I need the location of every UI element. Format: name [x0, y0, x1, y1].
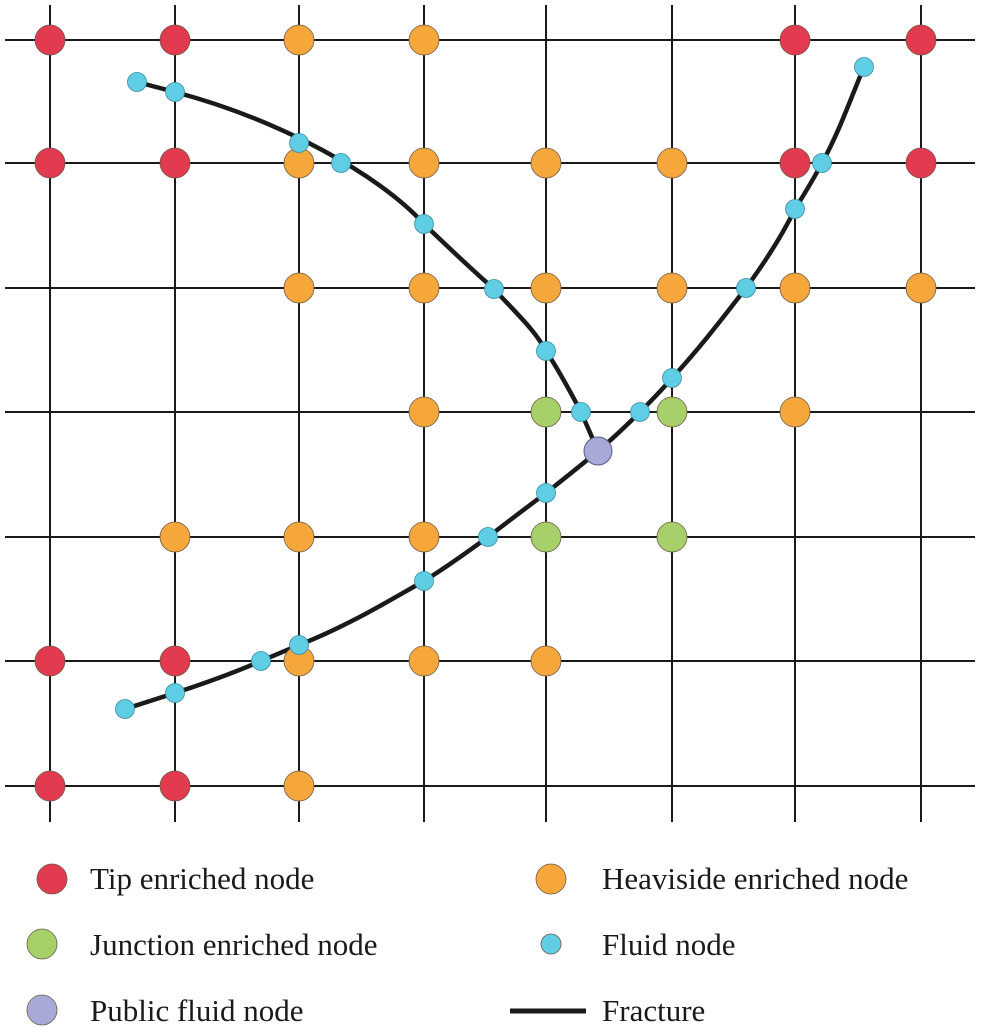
fluid-node — [736, 278, 756, 298]
heaviside-enriched-node — [530, 147, 562, 179]
heaviside-enriched-node — [408, 396, 440, 428]
fluid-node — [812, 153, 832, 173]
legend-fluid-swatch — [540, 933, 562, 955]
fluid-node — [165, 82, 185, 102]
fluid-node — [478, 527, 498, 547]
fluid-node — [414, 214, 434, 234]
fluid-node — [251, 651, 271, 671]
fluid-node — [331, 153, 351, 173]
fluid-node — [115, 699, 135, 719]
legend-junction-swatch — [26, 928, 58, 960]
legend-public-fluid-swatch — [26, 994, 58, 1026]
fluid-node — [630, 402, 650, 422]
tip-enriched-node — [905, 147, 937, 179]
heaviside-enriched-node — [408, 521, 440, 553]
fluid-node — [536, 341, 556, 361]
fluid-node — [289, 133, 309, 153]
heaviside-enriched-node — [283, 272, 315, 304]
legend-fracture-label: Fracture — [602, 993, 705, 1028]
tip-enriched-node — [159, 24, 191, 56]
tip-enriched-node — [159, 645, 191, 677]
public-fluid-node — [583, 436, 613, 466]
heaviside-enriched-node — [408, 272, 440, 304]
fluid-node — [785, 199, 805, 219]
legend-tip-swatch — [36, 863, 68, 895]
legend-junction-label: Junction enriched node — [90, 927, 378, 962]
fluid-nodes — [115, 57, 874, 719]
tip-enriched-node — [34, 770, 66, 802]
fluid-node — [484, 279, 504, 299]
tip-enriched-node — [159, 770, 191, 802]
heaviside-enriched-node — [779, 396, 811, 428]
heaviside-enriched-node — [656, 147, 688, 179]
legend: Tip enriched node Heaviside enriched nod… — [26, 861, 908, 1028]
junction-enriched-node — [530, 396, 562, 428]
fluid-node — [289, 635, 309, 655]
heaviside-enriched-node — [905, 272, 937, 304]
legend-heaviside-label: Heaviside enriched node — [602, 861, 908, 896]
fluid-node — [536, 483, 556, 503]
legend-public-fluid-label: Public fluid node — [90, 993, 304, 1028]
fluid-node — [571, 402, 591, 422]
tip-enriched-node — [34, 147, 66, 179]
enriched-nodes — [34, 24, 937, 802]
fracture-branch-1 — [134, 79, 601, 454]
fluid-node — [854, 57, 874, 77]
junction-enriched-node — [656, 396, 688, 428]
fluid-node — [414, 571, 434, 591]
heaviside-enriched-node — [283, 521, 315, 553]
heaviside-enriched-node — [408, 147, 440, 179]
legend-fluid-label: Fluid node — [602, 927, 735, 962]
fluid-node — [127, 72, 147, 92]
legend-heaviside-swatch — [535, 863, 567, 895]
heaviside-enriched-node — [779, 272, 811, 304]
heaviside-enriched-node — [530, 272, 562, 304]
heaviside-enriched-node — [159, 521, 191, 553]
heaviside-enriched-node — [283, 770, 315, 802]
fluid-node — [662, 368, 682, 388]
heaviside-enriched-node — [656, 272, 688, 304]
junction-enriched-node — [656, 521, 688, 553]
public-fluid-nodes — [583, 436, 613, 466]
tip-enriched-node — [34, 24, 66, 56]
tip-enriched-node — [779, 147, 811, 179]
tip-enriched-node — [159, 147, 191, 179]
fluid-node — [165, 683, 185, 703]
heaviside-enriched-node — [530, 645, 562, 677]
tip-enriched-node — [779, 24, 811, 56]
legend-tip-label: Tip enriched node — [90, 861, 314, 896]
tip-enriched-node — [905, 24, 937, 56]
junction-enriched-node — [530, 521, 562, 553]
heaviside-enriched-node — [283, 24, 315, 56]
heaviside-enriched-node — [408, 24, 440, 56]
tip-enriched-node — [34, 645, 66, 677]
heaviside-enriched-node — [408, 645, 440, 677]
